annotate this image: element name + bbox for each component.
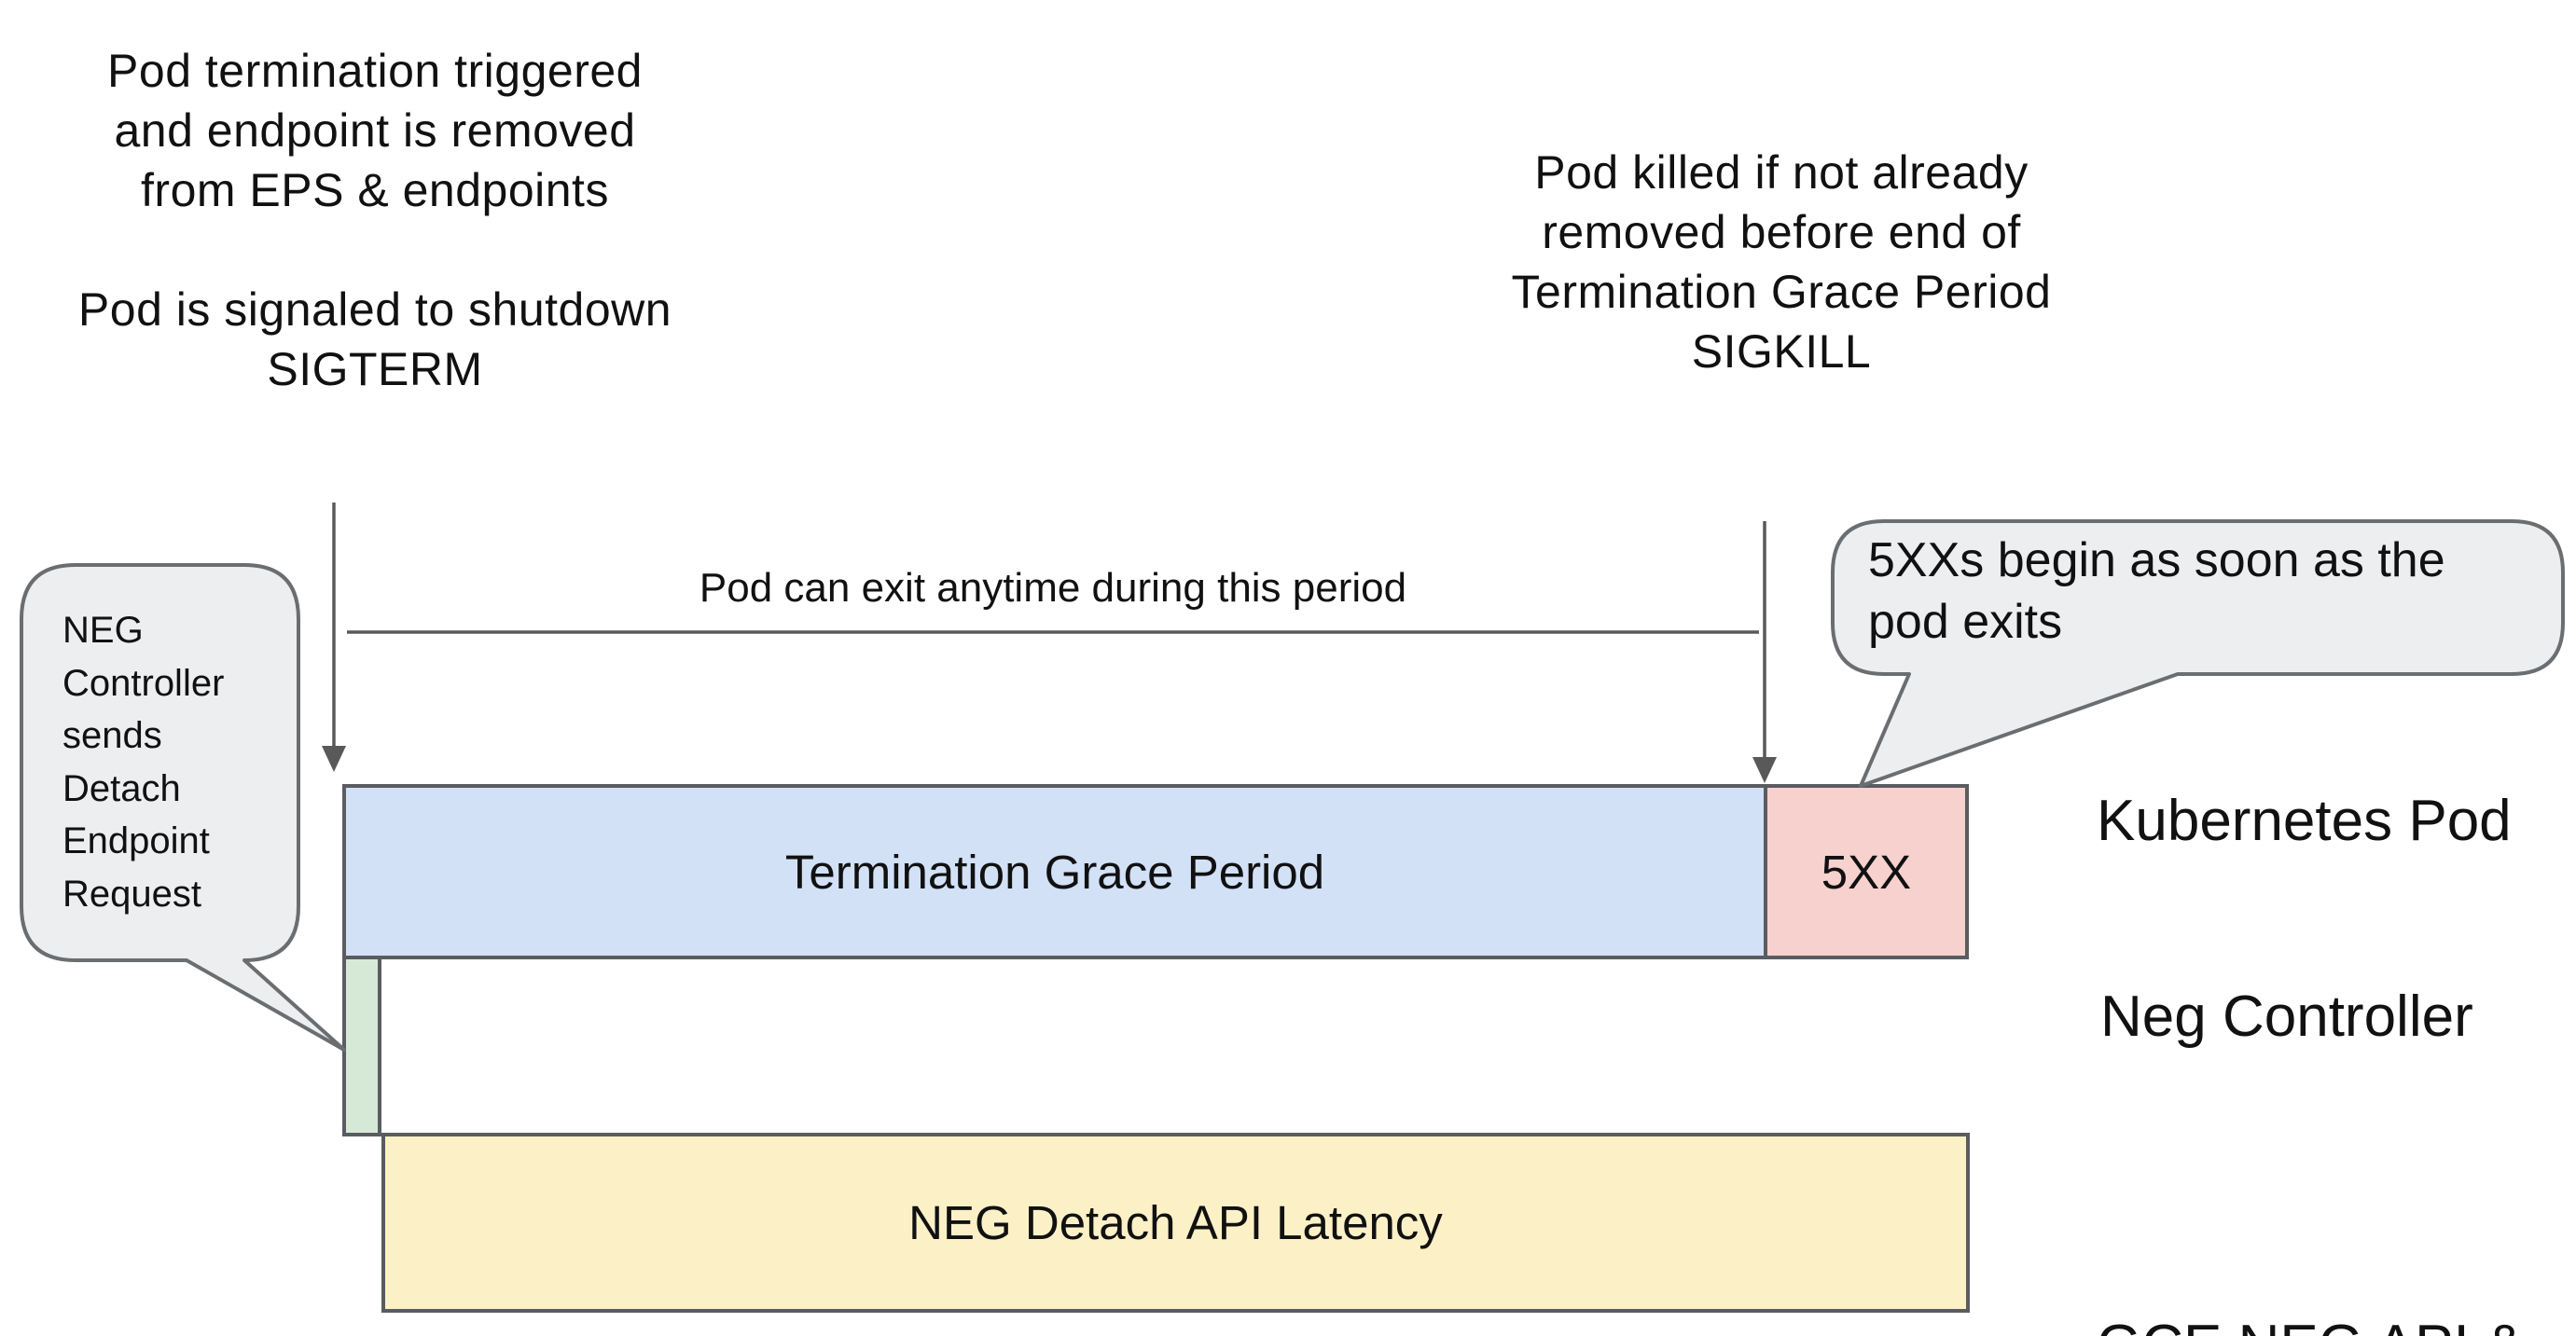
annotation-line: SIGTERM (267, 343, 483, 395)
sigkill-down-arrow-icon (1752, 521, 1777, 783)
annotation-line (37, 220, 713, 280)
termination-grace-period-segment: Termination Grace Period (346, 788, 1764, 956)
sigterm-down-arrow-icon (322, 503, 346, 772)
callout-line: Request (62, 873, 201, 915)
pod-termination-annotation: Pod termination triggered and endpoint i… (37, 41, 713, 399)
five-xx-label: 5XX (1821, 845, 1912, 899)
annotation-line: and endpoint is removed (114, 104, 636, 157)
annotation-line: Pod termination triggered (107, 45, 643, 97)
row-label-neg-controller: Neg Controller (2100, 985, 2473, 1049)
callout-line: 5XXs begin as soon as the (1868, 533, 2445, 587)
annotation-line: Pod killed if not already (1534, 146, 2029, 199)
annotation-line: from EPS & endpoints (141, 164, 609, 216)
annotation-line: Pod is signaled to shutdown (77, 283, 672, 336)
callout-line: Detach (62, 767, 181, 809)
pod-can-exit-label: Pod can exit anytime during this period (699, 565, 1407, 611)
five-xx-segment: 5XX (1764, 788, 1965, 956)
row-label-gce-neg-api: GCE NEG API & Infrastructure (2097, 1164, 2524, 1336)
callout-line: sends (62, 715, 162, 756)
pod-killed-annotation: Pod killed if not already removed before… (1444, 143, 2119, 381)
neg-detach-api-latency-bar: NEG Detach API Latency (381, 1133, 1970, 1313)
annotation-line: SIGKILL (1691, 325, 1872, 378)
annotation-line: removed before end of (1542, 206, 2021, 258)
annotation-line: Termination Grace Period (1511, 266, 2052, 318)
callout-line: pod exits (1868, 595, 2063, 649)
neg-detach-api-latency-label: NEG Detach API Latency (908, 1196, 1443, 1249)
kubernetes-pod-bar: Termination Grace Period 5XX (342, 784, 1969, 959)
row-label-kubernetes-pod: Kubernetes Pod (2097, 789, 2512, 853)
five-xx-callout-text: 5XXs begin as soon as the pod exits (1868, 530, 2549, 653)
row-label-line: GCE NEG API & (2097, 1310, 2524, 1336)
neg-controller-callout-text: NEG Controller sends Detach Endpoint Req… (62, 604, 286, 920)
termination-grace-period-label: Termination Grace Period (784, 845, 1325, 899)
callout-line: Endpoint (62, 820, 210, 861)
callout-line: NEG (62, 610, 144, 651)
callout-line: Controller (62, 662, 225, 704)
neg-controller-bar (342, 956, 381, 1136)
